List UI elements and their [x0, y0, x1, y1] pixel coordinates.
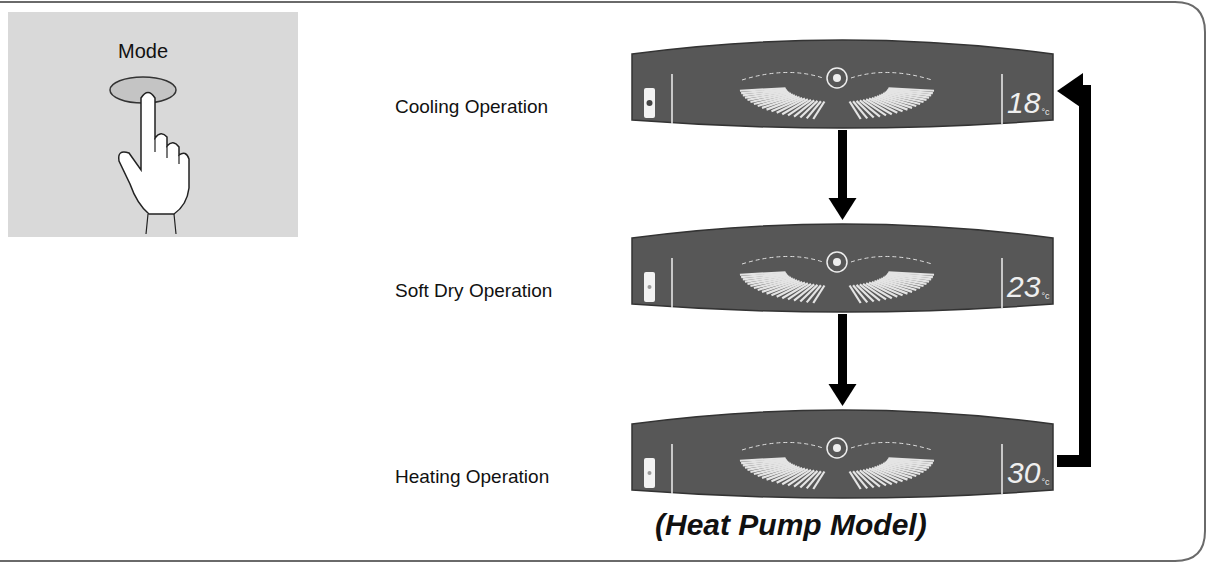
flow-arrow [829, 314, 857, 406]
fan-segment [740, 88, 786, 91]
fan-hub [827, 252, 847, 272]
fan-hub-center [833, 74, 841, 82]
display-box: Soft Dry Operation23°c [630, 222, 1055, 312]
arrow-shaft [838, 314, 847, 386]
fan-arc [742, 72, 932, 80]
fan-segment [740, 458, 786, 461]
temperature-unit: °c [1041, 292, 1049, 301]
operation-label: Soft Dry Operation [395, 280, 552, 302]
mode-panel: Mode [8, 12, 298, 237]
fan-segment [850, 286, 861, 303]
divider-line [1001, 444, 1003, 494]
flow-arrow [1057, 73, 1085, 461]
hand-lines [146, 138, 179, 234]
display-panel [630, 38, 1055, 128]
arrow-shaft [838, 130, 847, 200]
caption: (Heat Pump Model) [655, 508, 927, 542]
mode-icon [644, 458, 655, 488]
divider-line [671, 258, 673, 308]
temperature-unit: °c [1041, 478, 1049, 487]
display-body [632, 40, 1053, 128]
fan-segments [740, 272, 934, 303]
display-body [632, 410, 1053, 498]
fan-segment [850, 102, 861, 119]
mode-icon-dot [648, 285, 652, 289]
arrowhead [829, 198, 857, 220]
mode-icon-dot [648, 471, 652, 475]
fan-hub [827, 68, 847, 88]
fan-hub [827, 438, 847, 458]
mode-icon-dot [647, 100, 653, 106]
display-box: Heating Operation30°c [630, 408, 1055, 498]
display-panel [630, 222, 1055, 312]
divider-line [1001, 74, 1003, 124]
arrowhead [1057, 73, 1083, 109]
divider-line [671, 74, 673, 124]
fan-hub-center [833, 258, 841, 266]
arrowhead [829, 384, 857, 406]
fan-hub-center [833, 444, 841, 452]
arrow-shaft [1057, 91, 1085, 461]
temperature-unit: °c [1041, 108, 1049, 117]
button-label: Mode [118, 40, 168, 63]
fan-segments [740, 88, 934, 119]
display-body [632, 224, 1053, 312]
display-box: Cooling Operation18°c [630, 38, 1055, 128]
temperature-digits: 23 [1007, 272, 1040, 302]
divider-line [671, 444, 673, 494]
fan-segments [740, 458, 934, 489]
temperature-digits: 30 [1007, 458, 1040, 488]
fan-segment [740, 272, 786, 275]
temperature-digits: 18 [1007, 88, 1040, 118]
fan-arc [742, 442, 932, 450]
operation-label: Cooling Operation [395, 96, 548, 118]
flow-arrow [829, 130, 857, 220]
fan-segment [850, 472, 861, 489]
operation-label: Heating Operation [395, 466, 549, 488]
display-panel [630, 408, 1055, 498]
pointing-hand [119, 93, 189, 215]
mode-icon [644, 272, 655, 302]
mode-icon [644, 88, 655, 118]
divider-line [1001, 258, 1003, 308]
fan-arc [742, 256, 932, 264]
